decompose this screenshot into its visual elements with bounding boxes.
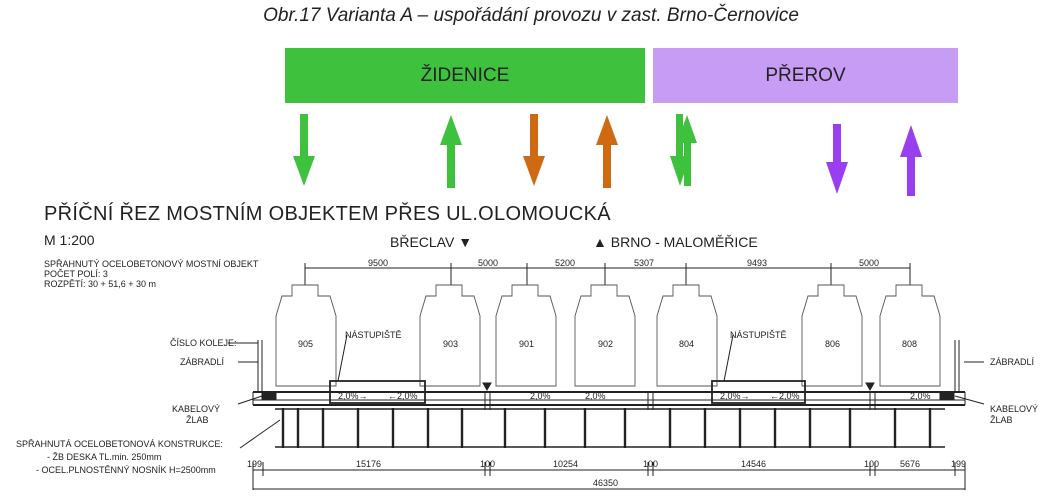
structure-note-3: ROZPĚTÍ: 30 + 51,6 + 30 m [44,279,157,289]
band-zidenice: ŽIDENICE [285,48,645,103]
construction-note-2: - ŽB DESKA TL.min. 250mm [47,452,162,462]
slope-label: 2,0% [530,391,551,401]
arrow-up-purple [900,125,922,196]
railing-right-label: ZÁBRADLÍ [990,357,1035,367]
structure-note-1: SPŘAHNUTÝ OCELOBETONOVÝ MOSTNÍ OBJEKT [44,259,259,269]
direction-left-label: BŘECLAV ▼ [390,234,473,250]
construction-note-3: - OCEL.PLNOSTĚNNÝ NOSNÍK H=2500mm [36,465,216,475]
top-dimension: 5000 [478,258,499,268]
arrow-down-green-1 [293,114,315,186]
railing-left-label: ZÁBRADLÍ [180,357,225,367]
bottom-dimension: 14546 [741,459,767,469]
top-dimension: 5307 [634,258,655,268]
scale-label: M 1:200 [44,232,95,248]
top-dimension: 5200 [555,258,576,268]
slope-label: 2,0% [585,391,606,401]
bottom-dimension: 100 [864,459,880,469]
figure-title: Obr.17 Varianta A – uspořádání provozu v… [263,5,799,26]
slope-label: 2,0%→ [720,391,750,401]
track-number: 901 [519,339,535,349]
cable-trough-left-1: KABELOVÝ [172,404,221,414]
bottom-dimension: 199 [951,459,967,469]
platform-label-1: NÁSTUPIŠTĚ [345,330,402,340]
band-prerov: PŘEROV [653,48,958,103]
cable-trough-right-2: ŽLAB [990,415,1013,425]
band-prerov-label: PŘEROV [765,64,846,86]
arrow-down-orange [523,114,545,186]
section-heading: PŘÍČNÍ ŘEZ MOSTNÍM OBJEKTEM PŘES UL.OLOM… [44,203,611,225]
arrow-down-purple [826,124,848,194]
arrow-up-orange [596,115,618,188]
direction-right-label: ▲ BRNO - MALOMĚŘICE [593,234,758,250]
top-dimension: 5000 [859,258,880,268]
bottom-dimension: 100 [643,459,659,469]
track-number: 806 [825,339,841,349]
top-dimension: 9500 [368,258,389,268]
track-number: 808 [902,339,918,349]
construction-note-1: SPŘAHNUTÁ OCELOBETONOVÁ KONSTRUKCE: [16,439,223,449]
top-dimension: 9493 [747,258,768,268]
cable-trough-left-2: ŽLAB [186,415,209,425]
track-number: 903 [443,339,459,349]
bottom-dimension: 100 [480,459,496,469]
track-number: 902 [598,339,614,349]
track-number: 804 [679,339,695,349]
slope-label: 2,0% [910,391,931,401]
bottom-dimension: 5676 [900,459,921,469]
slope-label: ←2,0% [388,391,418,401]
total-dimension: 46350 [593,478,619,488]
structure-note-2: POČET POLÍ: 3 [44,269,108,279]
track-number: 905 [298,339,314,349]
track-number-label: ČÍSLO KOLEJE: [170,338,237,348]
bottom-dimension: 10254 [553,459,579,469]
band-zidenice-label: ŽIDENICE [420,64,510,86]
bottom-dimension: 15176 [356,459,382,469]
slope-label: 2,0%→ [338,391,368,401]
bottom-dimension: 199 [247,459,263,469]
platform-label-2: NÁSTUPIŠTĚ [730,330,787,340]
arrow-up-green-2 [677,115,697,186]
cable-trough-right-1: KABELOVÝ [990,404,1039,414]
slope-label: ←2,0% [770,391,800,401]
arrow-up-green-1 [440,115,462,188]
